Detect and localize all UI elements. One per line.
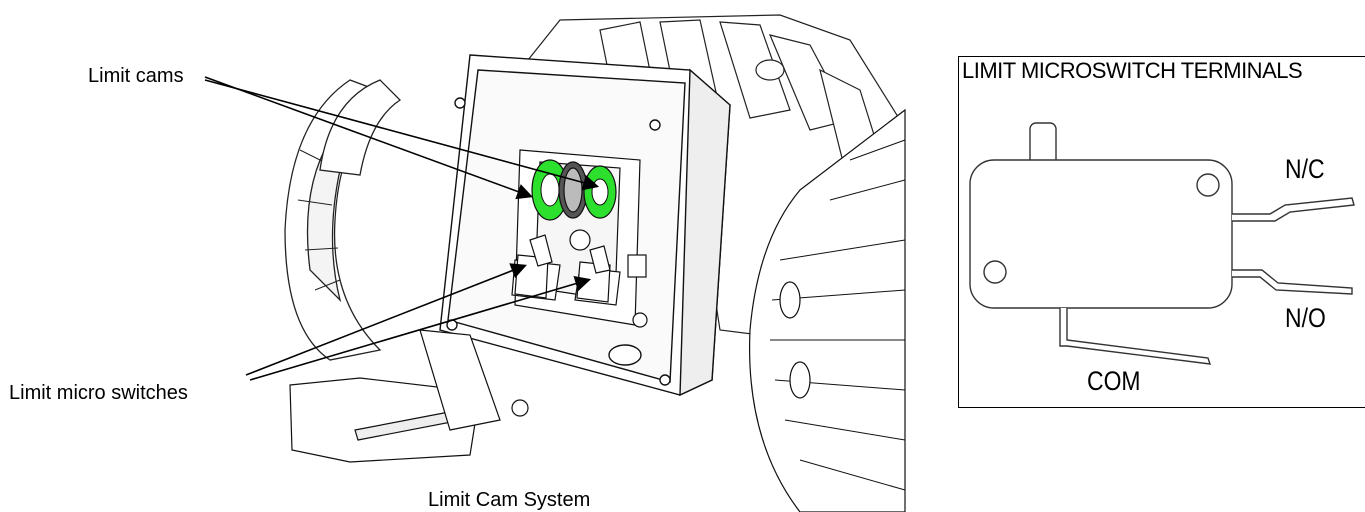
terminal-com (1059, 308, 1212, 365)
terminal-no (1232, 269, 1353, 295)
com-label: COM (1087, 366, 1141, 396)
leader-micro-switches-upper (245, 263, 527, 376)
leader-micro-switches-lower (249, 275, 592, 381)
limit-cams-label: Limit cams (88, 65, 184, 87)
limit-cam-right (583, 165, 617, 219)
terminal-nc (1232, 197, 1355, 222)
cam-shaft-gear (558, 161, 588, 219)
motor-body-right (749, 108, 906, 512)
limit-micro-switches-label: Limit micro switches (9, 382, 188, 404)
leader-limit-cams-upper (204, 76, 534, 200)
microswitch-terminal-diagram (969, 122, 1355, 365)
diagram-caption: Limit Cam System (428, 489, 591, 511)
mounting-foot (289, 329, 529, 463)
drive-flange-left (284, 79, 402, 361)
leader-limit-cams-lower (204, 79, 600, 191)
nc-label: N/C (1285, 154, 1325, 184)
mounting-hole-upper (1196, 173, 1220, 197)
leader-lines (204, 76, 600, 381)
mounting-hole-lower (983, 260, 1007, 284)
no-label: N/O (1285, 303, 1326, 333)
terminals-panel (958, 56, 1365, 408)
switch-body (969, 159, 1233, 309)
terminals-title: LIMIT MICROSWITCH TERMINALS (962, 58, 1303, 83)
